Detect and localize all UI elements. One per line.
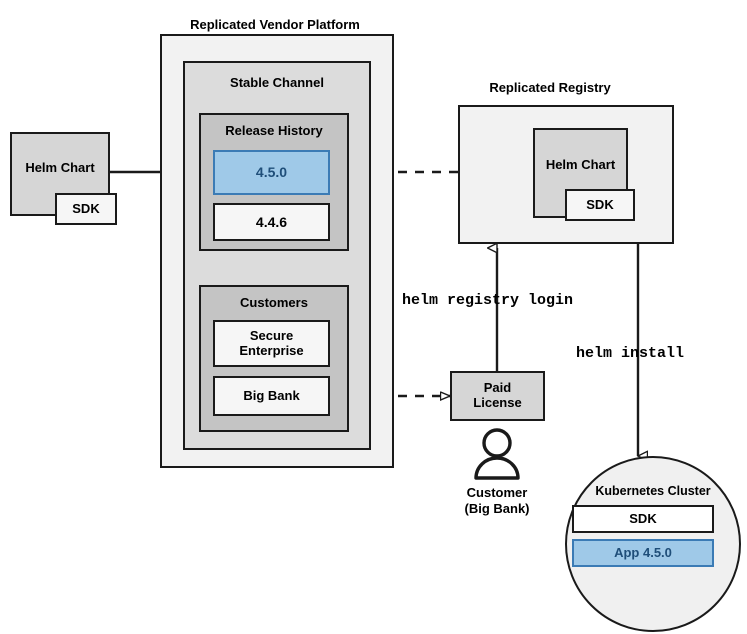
kubernetes-cluster-title: Kubernetes Cluster (595, 484, 711, 498)
command-helm-registry-login: helm registry login (402, 292, 574, 309)
paid-license-line1: Paid (483, 380, 512, 396)
person-icon (474, 428, 520, 480)
registry-title: Replicated Registry (489, 80, 611, 95)
release-4-5-0[interactable]: 4.5.0 (213, 150, 330, 195)
release-4-5-0-label: 4.5.0 (255, 164, 288, 181)
cluster-component-sdk[interactable]: SDK (572, 505, 714, 533)
command-helm-install: helm install (576, 345, 685, 362)
paid-license[interactable]: Paid License (450, 371, 545, 421)
registry-helm-chart-sdk[interactable]: SDK (565, 189, 635, 221)
customer-actor-line1: Customer (466, 485, 528, 500)
stable-channel-title: Stable Channel (230, 75, 324, 90)
registry-sdk-label: SDK (586, 196, 614, 212)
release-history-title: Release History (225, 123, 323, 138)
cluster-sdk-label: SDK (629, 510, 657, 526)
customer-big-bank-label: Big Bank (243, 387, 300, 403)
customer-actor-line2: (Big Bank) (464, 500, 530, 516)
source-helm-chart-sdk[interactable]: SDK (55, 193, 117, 225)
customer-secure-enterprise[interactable]: Secure Enterprise (213, 320, 330, 367)
source-sdk-label: SDK (72, 200, 100, 216)
customer-secure-enterprise-line1: Secure (249, 327, 294, 343)
source-helm-chart-label: Helm Chart (25, 159, 95, 175)
cluster-app-label: App 4.5.0 (614, 544, 672, 560)
registry-helm-chart-label: Helm Chart (545, 156, 616, 172)
customers-title: Customers (240, 295, 308, 310)
release-4-4-6-label: 4.4.6 (255, 213, 288, 230)
customer-secure-enterprise-line2: Enterprise (239, 342, 304, 358)
paid-license-line2: License (473, 395, 522, 410)
cluster-component-app[interactable]: App 4.5.0 (572, 539, 714, 567)
customer-actor-caption: Customer (Big Bank) (432, 485, 562, 516)
customer-big-bank[interactable]: Big Bank (213, 376, 330, 416)
platform-title: Replicated Vendor Platform (190, 17, 360, 32)
release-4-4-6[interactable]: 4.4.6 (213, 203, 330, 241)
